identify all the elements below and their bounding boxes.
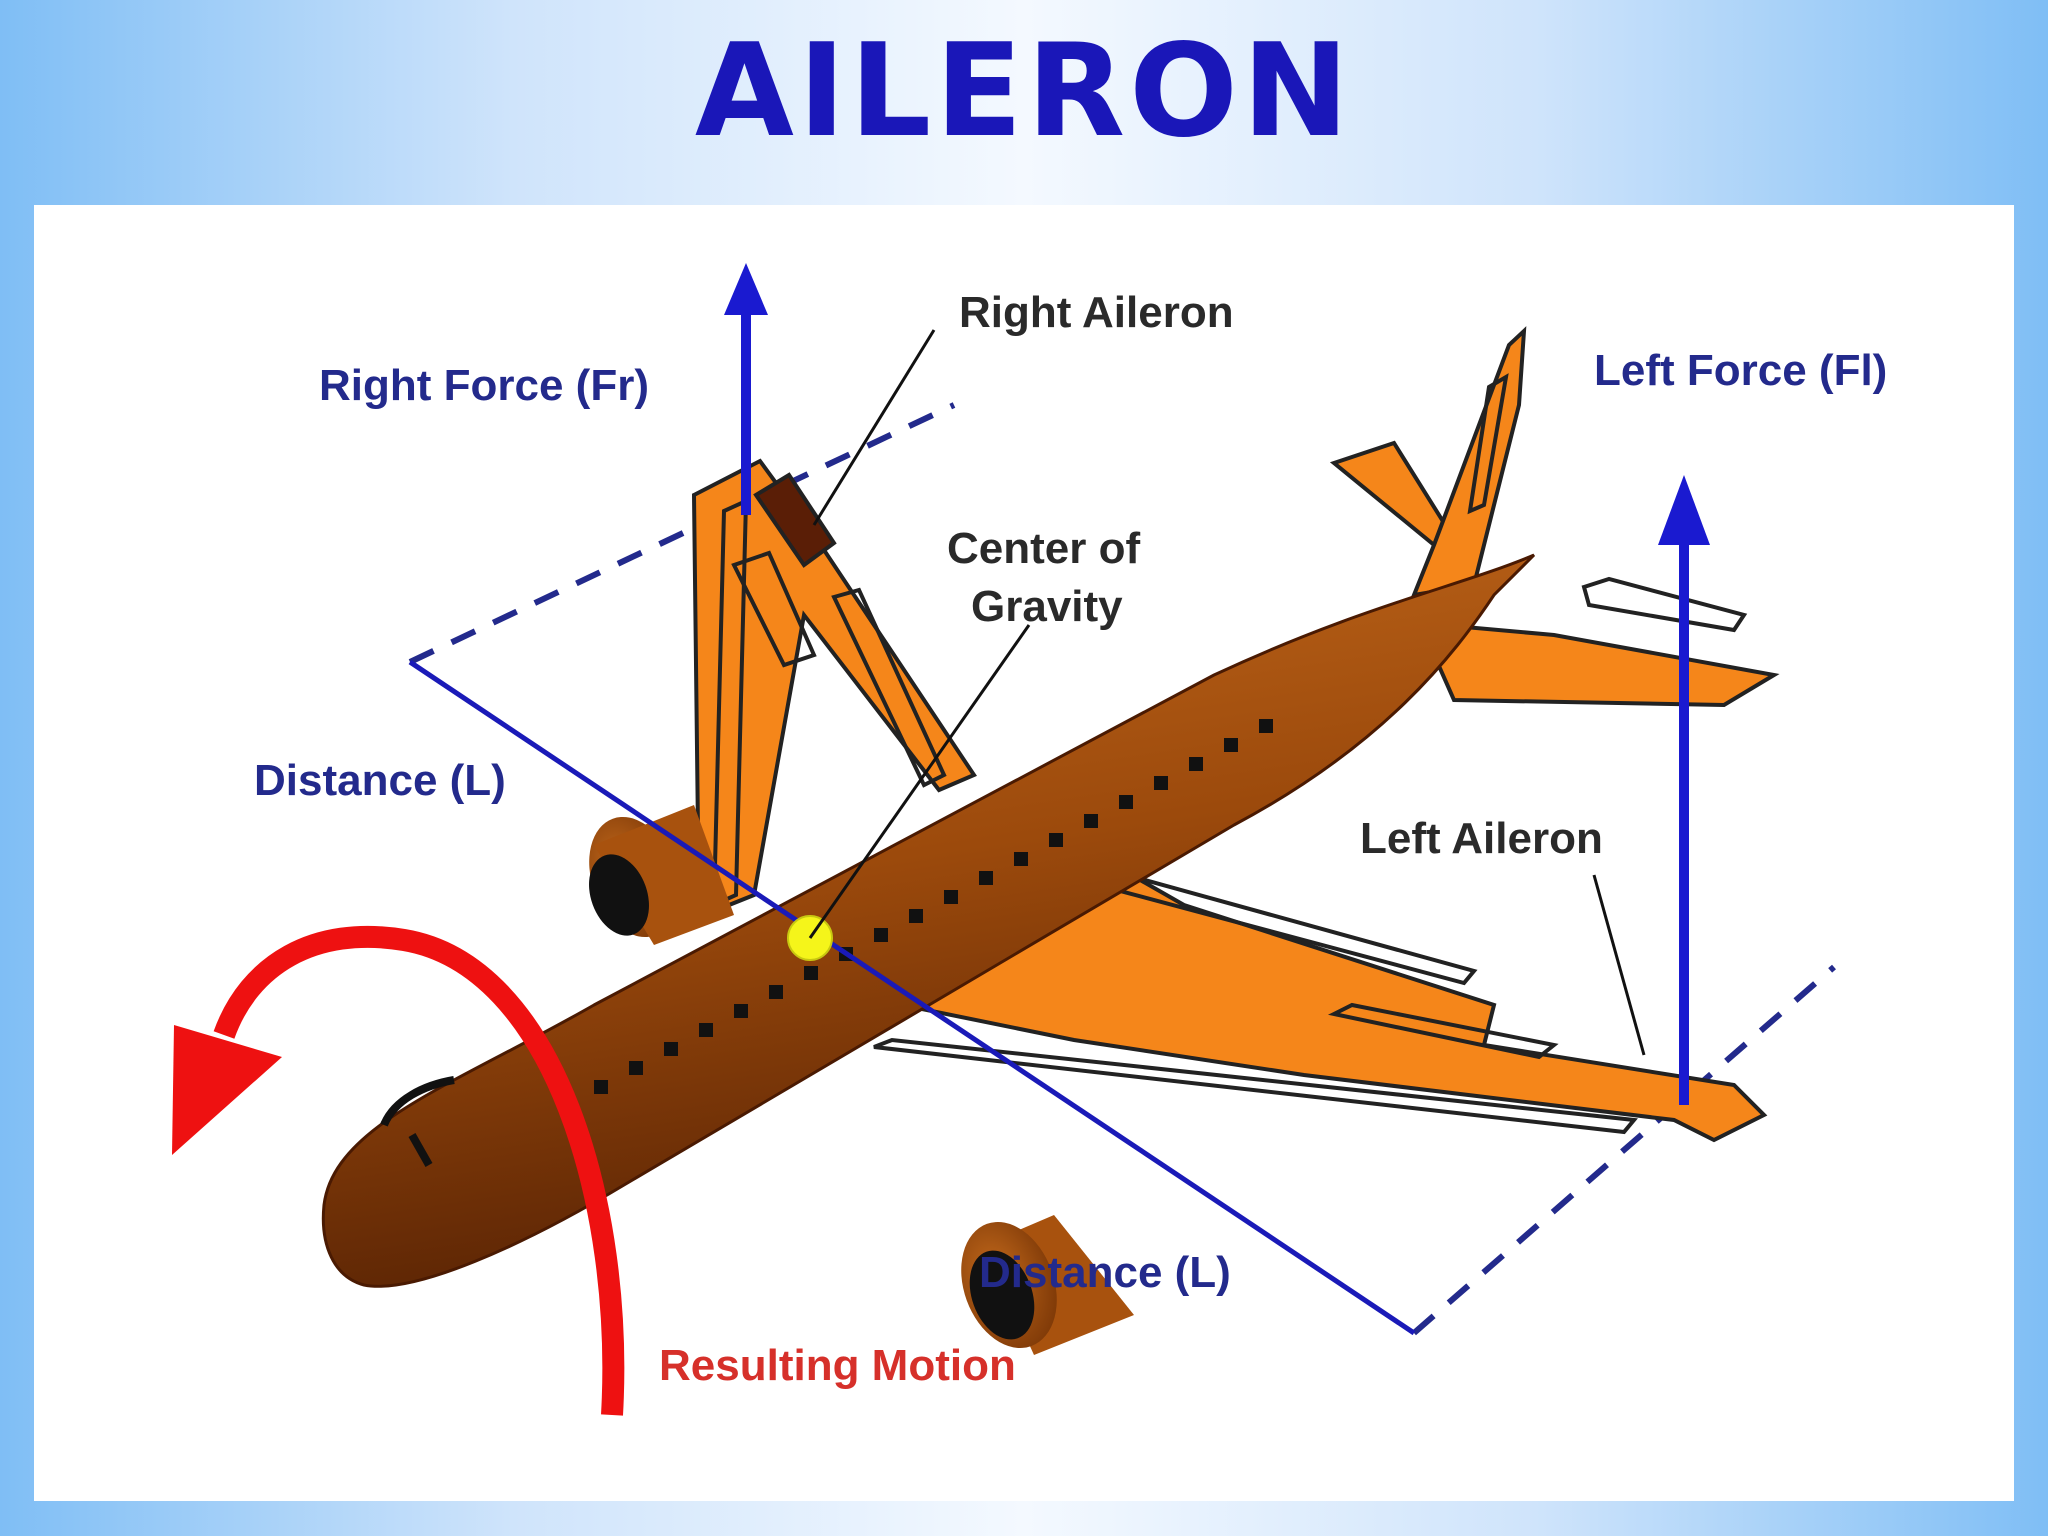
center-of-gravity-label-line1: Center of bbox=[947, 524, 1140, 573]
slide-title: AILERON bbox=[694, 17, 1354, 166]
right-aileron-label: Right Aileron bbox=[959, 288, 1234, 337]
right-engine bbox=[589, 805, 734, 945]
right-aileron bbox=[753, 472, 837, 568]
left-aileron-label: Left Aileron bbox=[1360, 814, 1603, 863]
right-force-arrow bbox=[724, 263, 768, 515]
right-wing bbox=[691, 458, 977, 920]
left-force-arrow bbox=[1658, 475, 1710, 1105]
distance-left-label: Distance (L) bbox=[254, 756, 506, 805]
center-of-gravity-label-line2: Gravity bbox=[971, 582, 1123, 631]
resulting-motion-arrow bbox=[172, 925, 625, 1416]
right-force-label: Right Force (Fr) bbox=[319, 361, 649, 410]
resulting-motion-label: Resulting Motion bbox=[659, 1341, 1016, 1390]
aileron-diagram: Right Aileron Right Force (Fr) Left Forc… bbox=[172, 263, 1887, 1416]
left-engine bbox=[961, 1215, 1134, 1355]
distance-line bbox=[408, 659, 1416, 1336]
fuselage bbox=[321, 553, 1536, 1288]
left-force-label: Left Force (Fl) bbox=[1594, 346, 1887, 395]
leader-lines bbox=[808, 329, 1646, 1056]
diagram-panel: Right Aileron Right Force (Fr) Left Forc… bbox=[34, 205, 2014, 1501]
dashed-reference-lines bbox=[408, 402, 1836, 1336]
distance-right-label: Distance (L) bbox=[979, 1248, 1231, 1297]
